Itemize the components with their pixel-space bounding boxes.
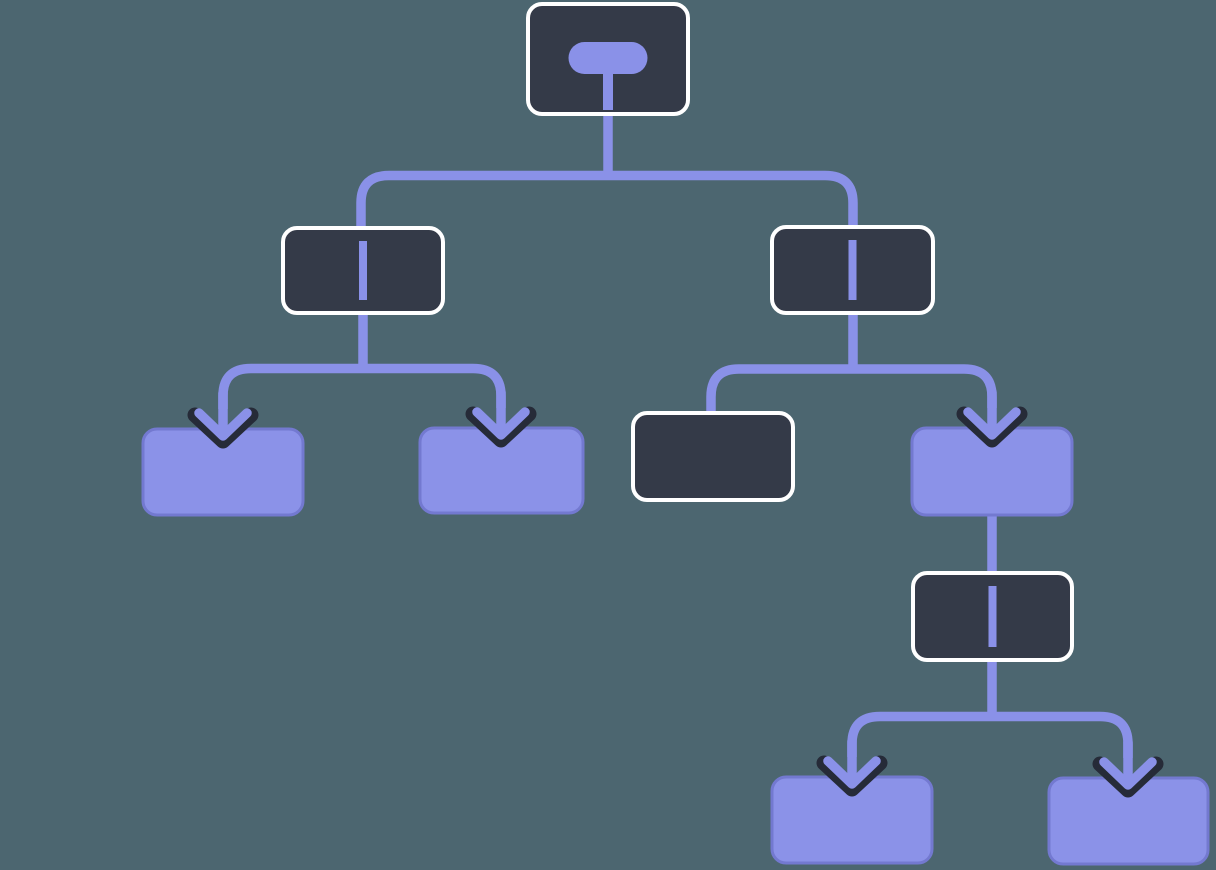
- root-pill-stem: [603, 72, 613, 110]
- root-pill-icon: [568, 42, 648, 74]
- arrow-chevron-icon: [472, 407, 530, 440]
- arrow-down-icon: [816, 736, 888, 797]
- arrow-chevron-icon: [823, 756, 881, 789]
- arrow-down-icon: [956, 387, 1028, 448]
- edge-bottom-branch: [847, 711, 1133, 758]
- edge-left-branch: [218, 363, 506, 409]
- arrow-down-icon: [1092, 737, 1164, 798]
- leaf-node-dark: [631, 411, 795, 502]
- pass-node-bottom: [911, 571, 1074, 662]
- pass-node-right: [770, 225, 935, 315]
- arrow-down-icon: [465, 387, 537, 448]
- dark-node-box: [631, 411, 795, 502]
- edge-right-branch: [706, 364, 997, 419]
- arrow-chevron-icon: [963, 407, 1021, 440]
- arrow-down-icon: [187, 388, 259, 449]
- arrow-chevron-icon: [1099, 757, 1157, 790]
- arrow-layer: [187, 387, 1164, 798]
- connector-layer: [218, 110, 1133, 758]
- pass-node-left: [281, 226, 445, 315]
- arrow-chevron-icon: [194, 408, 252, 441]
- edge-level1-branch: [356, 170, 858, 234]
- node-layer: [141, 2, 1210, 866]
- root-node: [526, 2, 690, 116]
